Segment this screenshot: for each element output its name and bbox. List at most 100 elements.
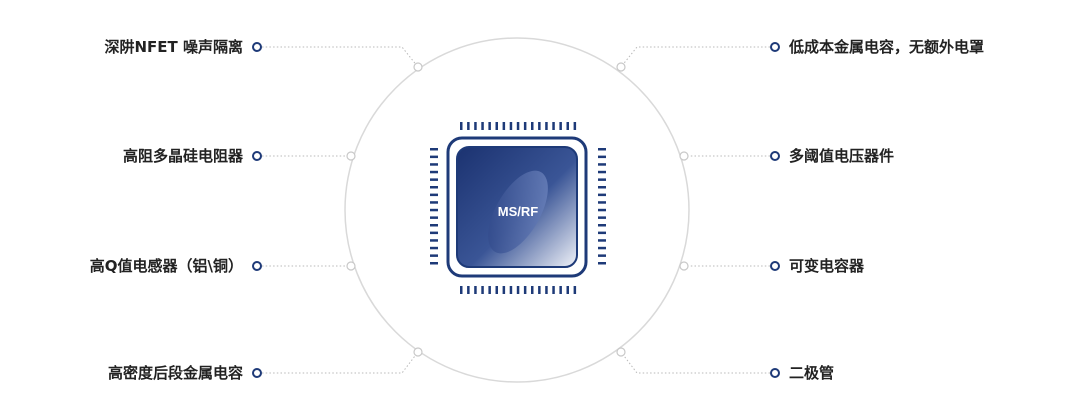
circle-node bbox=[679, 151, 689, 161]
chip-pin-bottom bbox=[559, 286, 562, 294]
chip-pin-bottom bbox=[481, 286, 484, 294]
circle-node bbox=[346, 151, 356, 161]
bullet-dot bbox=[770, 151, 780, 161]
chip-pin-left bbox=[430, 186, 438, 189]
bullet-dot bbox=[252, 261, 262, 271]
chip-pin-right bbox=[598, 262, 606, 265]
chip-pin-bottom bbox=[552, 286, 555, 294]
chip-pin-left bbox=[430, 224, 438, 227]
chip-pin-top bbox=[481, 122, 484, 130]
circle-node bbox=[679, 261, 689, 271]
chip-label: MS/RF bbox=[498, 204, 539, 219]
chip-pin-top bbox=[566, 122, 569, 130]
circle-node bbox=[413, 347, 423, 357]
chip-pin-top bbox=[509, 122, 513, 130]
chip-pin-top bbox=[552, 122, 555, 130]
chip-pin-bottom bbox=[531, 286, 534, 294]
feature-label-left: 高阻多晶硅电阻器 bbox=[122, 147, 243, 165]
chip-pin-left bbox=[430, 193, 438, 197]
bullet-dot bbox=[252, 151, 262, 161]
outer-circle bbox=[344, 37, 690, 383]
chip-pin-right bbox=[598, 231, 606, 235]
chip-pin-right bbox=[598, 246, 606, 250]
chip-pin-top bbox=[495, 122, 498, 130]
chip-pin-bottom bbox=[566, 286, 569, 294]
chip-pins bbox=[430, 122, 606, 294]
connector-line bbox=[262, 46, 419, 68]
chip-pin-top bbox=[531, 122, 534, 130]
chip-pin-left bbox=[430, 246, 438, 250]
circle-node bbox=[346, 261, 356, 271]
chip-pin-right bbox=[598, 208, 606, 212]
chip-pin-top bbox=[523, 122, 527, 130]
chip-pin-top bbox=[516, 122, 520, 130]
chip-pin-right bbox=[598, 163, 606, 166]
chip-pin-right bbox=[598, 201, 606, 204]
chip-pin-right bbox=[598, 155, 606, 159]
chip-pin-top bbox=[545, 122, 548, 130]
feature-label-right: 低成本金属电容，无额外电罩 bbox=[789, 38, 985, 56]
chip-pin-right bbox=[598, 216, 606, 219]
chip-pin-right bbox=[598, 224, 606, 227]
chip-pin-right bbox=[598, 178, 606, 181]
chip-pin-right bbox=[598, 254, 606, 257]
chip-pin-bottom bbox=[573, 286, 577, 294]
chip-pin-bottom bbox=[509, 286, 513, 294]
chip-pin-top bbox=[488, 122, 491, 130]
chip-pin-bottom bbox=[516, 286, 520, 294]
chip-icon: MS/RF bbox=[430, 122, 606, 294]
bullet-dot bbox=[770, 368, 780, 378]
circle-node bbox=[616, 62, 626, 72]
chip-pin-left bbox=[430, 170, 438, 174]
connector-line bbox=[620, 351, 770, 374]
chip-pin-top bbox=[460, 122, 463, 130]
chip-pin-bottom bbox=[495, 286, 498, 294]
bullet-dot bbox=[770, 261, 780, 271]
chip-pin-bottom bbox=[545, 286, 548, 294]
chip-pin-bottom bbox=[538, 286, 541, 294]
chip-pin-top bbox=[559, 122, 562, 130]
chip-pin-bottom bbox=[523, 286, 527, 294]
chip-pin-left bbox=[430, 163, 438, 166]
chip-pin-top bbox=[474, 122, 477, 130]
chip-pin-right bbox=[598, 193, 606, 197]
chip-pin-left bbox=[430, 254, 438, 257]
connector-line bbox=[620, 46, 770, 68]
connector-line bbox=[262, 351, 419, 374]
chip-pin-left bbox=[430, 155, 438, 159]
feature-label-left: 高Q值电感器（铝\铜） bbox=[89, 257, 243, 275]
chip-pin-left bbox=[430, 208, 438, 212]
chip-pin-bottom bbox=[474, 286, 477, 294]
feature-label-right: 多阈值电压器件 bbox=[789, 147, 895, 165]
connectors bbox=[252, 42, 780, 378]
chip-oval bbox=[488, 170, 548, 254]
chip-pin-left bbox=[430, 231, 438, 235]
chip-pin-top bbox=[538, 122, 541, 130]
chip-pin-left bbox=[430, 239, 438, 242]
chip-pin-bottom bbox=[488, 286, 491, 294]
chip-pin-bottom bbox=[460, 286, 463, 294]
chip-pin-right bbox=[598, 170, 606, 174]
feature-label-right: 可变电容器 bbox=[789, 257, 865, 275]
bullet-dot bbox=[770, 42, 780, 52]
circle-node bbox=[413, 62, 423, 72]
chip-pin-top bbox=[467, 122, 470, 130]
chip-pin-left bbox=[430, 216, 438, 219]
chip-pin-bottom bbox=[467, 286, 470, 294]
chip-pin-top bbox=[573, 122, 577, 130]
chip-pin-left bbox=[430, 201, 438, 204]
feature-label-right: 二极管 bbox=[789, 364, 835, 382]
chip-pin-left bbox=[430, 262, 438, 265]
feature-label-left: 高密度后段金属电容 bbox=[107, 364, 243, 382]
feature-label-left: 深阱NFET 噪声隔离 bbox=[104, 38, 243, 56]
circle-node bbox=[616, 347, 626, 357]
chip-pin-right bbox=[598, 148, 606, 151]
chip-pin-right bbox=[598, 186, 606, 189]
chip-pin-right bbox=[598, 239, 606, 242]
bullet-dot bbox=[252, 368, 262, 378]
chip-pin-left bbox=[430, 178, 438, 181]
chip-pin-left bbox=[430, 148, 438, 151]
chip-pin-top bbox=[502, 122, 506, 130]
